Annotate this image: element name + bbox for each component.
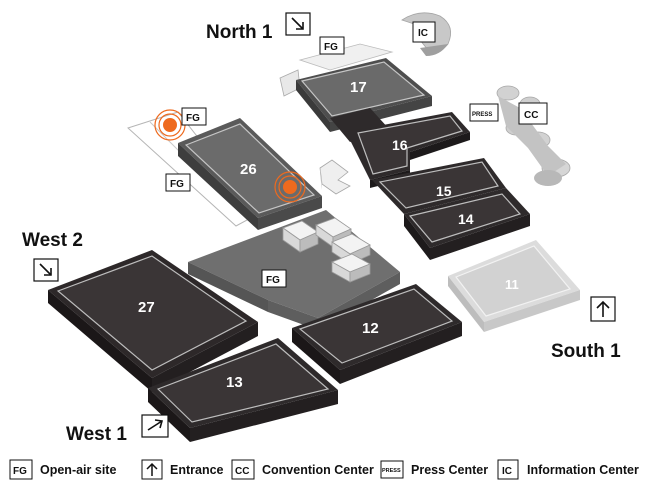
- hall-11-label: 11: [505, 277, 519, 292]
- hall-14[interactable]: 14: [404, 188, 530, 260]
- legend: FG Open-air site Entrance CC Convention …: [9, 459, 639, 480]
- fg-tag-north-text: FG: [324, 42, 338, 53]
- convention-center[interactable]: [496, 85, 571, 186]
- entrance-north-1[interactable]: North 1: [206, 12, 311, 43]
- pavilion-buildings: [282, 217, 371, 283]
- fg-tag-strip-top-text: FG: [186, 113, 200, 124]
- entrance-north-1-label: North 1: [206, 22, 273, 43]
- press-tag-text: PRESS: [472, 112, 492, 118]
- entrance-arrow-icon: [146, 462, 158, 476]
- hall-15-label: 15: [436, 183, 452, 199]
- highlight-marker-fg-north: [154, 109, 186, 141]
- convention-center-icon: CC: [235, 466, 249, 477]
- legend-item-convention-center: CC Convention Center: [231, 459, 374, 480]
- hall-26-label: 26: [240, 161, 257, 178]
- fg-tag-north[interactable]: FG: [319, 36, 345, 55]
- arrow-pavilion: [319, 159, 351, 195]
- hall-27[interactable]: 27: [48, 250, 258, 392]
- legend-label-convention-center: Convention Center: [262, 463, 374, 477]
- hall-12[interactable]: 12: [292, 284, 462, 384]
- legend-item-information-center: IC Information Center: [497, 459, 639, 480]
- ic-tag[interactable]: IC: [412, 21, 436, 43]
- open-air-site-icon: FG: [13, 466, 27, 477]
- legend-item-open-air-site: FG Open-air site: [9, 459, 116, 480]
- entrance-south-1[interactable]: South 1: [551, 296, 621, 362]
- fg-tag-strip-top[interactable]: FG: [181, 107, 207, 126]
- entrance-west-1[interactable]: West 1: [66, 414, 169, 445]
- fg-tag-central-text: FG: [266, 275, 280, 286]
- hall-16[interactable]: 16: [346, 112, 470, 188]
- legend-item-press-center: PRESS Press Center: [380, 460, 488, 479]
- press-center-icon: PRESS: [382, 468, 401, 474]
- hall-27-label: 27: [138, 299, 155, 316]
- entrance-west-1-label: West 1: [66, 424, 127, 445]
- press-tag[interactable]: PRESS: [469, 103, 499, 122]
- entrance-west-1-arrow-icon: [141, 414, 169, 438]
- legend-item-entrance: Entrance: [141, 459, 224, 480]
- entrance-south-1-label: South 1: [551, 341, 621, 362]
- cc-tag-text: CC: [524, 110, 538, 121]
- entrance-north-1-arrow-icon: [285, 12, 311, 36]
- hall-12-label: 12: [362, 320, 379, 337]
- legend-label-open-air-site: Open-air site: [40, 463, 116, 477]
- information-center-icon: IC: [502, 466, 512, 477]
- legend-label-press-center: Press Center: [411, 463, 488, 477]
- legend-label-information-center: Information Center: [527, 463, 639, 477]
- hall-17-label: 17: [350, 79, 367, 96]
- hall-13-label: 13: [226, 374, 243, 391]
- entrance-south-1-arrow-icon: [590, 296, 616, 322]
- hall-11[interactable]: 11: [448, 240, 580, 332]
- hall-16-label: 16: [392, 137, 408, 153]
- cc-tag[interactable]: CC: [518, 102, 548, 125]
- highlight-marker-hall-26: [274, 171, 306, 203]
- hall-26[interactable]: 26: [178, 118, 322, 230]
- hall-17[interactable]: 17: [279, 43, 432, 132]
- hall-15[interactable]: 15: [372, 158, 506, 214]
- fg-tag-central[interactable]: FG: [261, 269, 287, 288]
- fg-tag-strip-bottom-text: FG: [170, 179, 184, 190]
- fg-tag-strip-bottom[interactable]: FG: [165, 173, 191, 192]
- ic-tag-text: IC: [418, 28, 428, 39]
- hall-14-label: 14: [458, 211, 474, 227]
- hall-13[interactable]: 13: [148, 338, 338, 442]
- entrance-west-2[interactable]: West 2: [22, 230, 83, 282]
- entrance-west-2-arrow-icon: [33, 258, 59, 282]
- legend-label-entrance: Entrance: [170, 463, 224, 477]
- entrance-west-2-label: West 2: [22, 230, 83, 251]
